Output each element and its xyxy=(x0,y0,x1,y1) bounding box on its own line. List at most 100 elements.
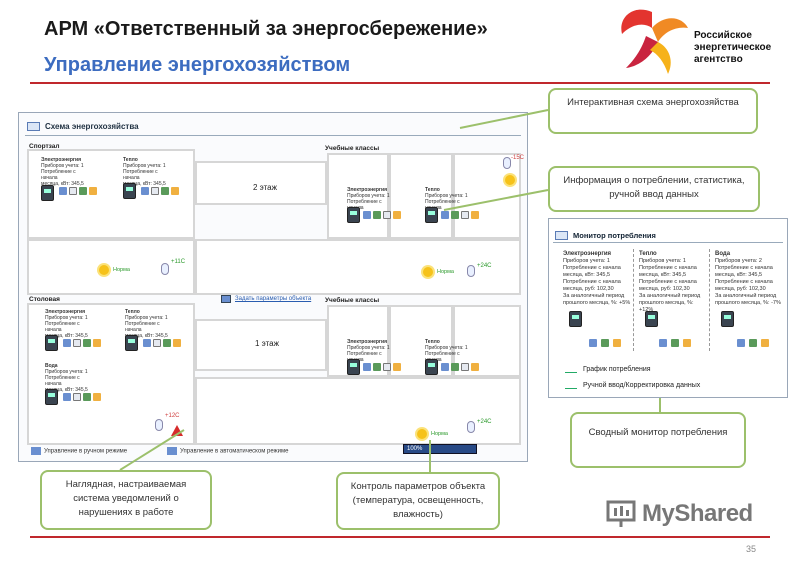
floor-plan[interactable]: Спортзал 2 этаж Учебные классы Столовая … xyxy=(27,143,525,455)
thermometer-icon[interactable] xyxy=(155,419,163,431)
chart-icon[interactable] xyxy=(69,187,77,195)
mail-icon[interactable] xyxy=(683,339,691,347)
edit-icon[interactable] xyxy=(451,211,459,219)
thermometer-icon[interactable] xyxy=(161,263,169,275)
auto-mode-control[interactable]: Управление в автоматическом режиме xyxy=(167,447,288,455)
room-classes-top-label: Учебные классы xyxy=(325,145,380,152)
consumption-monitor: Монитор потребления Электроэнергия Прибо… xyxy=(548,218,788,398)
stats-icon[interactable] xyxy=(63,339,71,347)
mail-icon[interactable] xyxy=(613,339,621,347)
monitor-title: Монитор потребления xyxy=(573,231,656,240)
heat-meter-icon[interactable] xyxy=(645,311,658,327)
mail-icon[interactable] xyxy=(393,363,401,371)
edit-icon[interactable] xyxy=(161,187,169,195)
room-canteen[interactable] xyxy=(27,303,195,445)
room-gym-label: Спортзал xyxy=(29,143,60,150)
stats-icon[interactable] xyxy=(141,187,149,195)
water-meter-icon[interactable] xyxy=(721,311,734,327)
corridor-middle xyxy=(195,239,521,295)
mail-icon[interactable] xyxy=(89,187,97,195)
heat-meter-icon[interactable] xyxy=(123,183,136,199)
light-status: Норма xyxy=(431,431,448,437)
mail-icon[interactable] xyxy=(393,211,401,219)
energy-scheme-window: Схема энергохозяйства Спортзал 2 этаж Уч… xyxy=(18,112,528,462)
stats-icon[interactable] xyxy=(363,211,371,219)
stats-icon[interactable] xyxy=(363,363,371,371)
envelope-icon xyxy=(555,231,568,240)
chart-icon[interactable] xyxy=(461,211,469,219)
settings-icon[interactable] xyxy=(221,295,231,303)
sun-icon xyxy=(417,429,427,439)
electricity-meter-icon[interactable] xyxy=(347,207,360,223)
edit-icon[interactable] xyxy=(451,363,459,371)
stats-icon[interactable] xyxy=(737,339,745,347)
chart-icon[interactable] xyxy=(461,363,469,371)
room-class-6[interactable] xyxy=(453,305,521,377)
set-params-link[interactable]: Задать параметры объекта xyxy=(235,296,312,302)
edit-icon[interactable] xyxy=(163,339,171,347)
mail-icon[interactable] xyxy=(171,187,179,195)
thermometer-icon[interactable] xyxy=(503,157,511,169)
thermometer-icon[interactable] xyxy=(467,265,475,277)
edit-icon[interactable] xyxy=(749,339,757,347)
mail-icon[interactable] xyxy=(173,339,181,347)
edit-icon[interactable] xyxy=(601,339,609,347)
temp-outside: -15С xyxy=(511,155,525,161)
stats-icon[interactable] xyxy=(589,339,597,347)
water-meter-icon[interactable] xyxy=(45,389,58,405)
chart-link[interactable]: График потребления xyxy=(565,365,651,373)
callout-summary-monitor: Сводный монитор потребления xyxy=(570,412,746,468)
stats-icon[interactable] xyxy=(659,339,667,347)
callout-info: Информация о потреблении, статистика, ру… xyxy=(548,166,760,212)
temp-classes-bottom: +24С xyxy=(477,419,492,425)
edit-icon[interactable] xyxy=(373,211,381,219)
chart-icon[interactable] xyxy=(383,211,391,219)
electricity-meter-icon[interactable] xyxy=(45,335,58,351)
temp-classes-top: +24С xyxy=(477,263,492,269)
light-status: Норма xyxy=(437,269,454,275)
manual-mode-control[interactable]: Управление в ручном режиме xyxy=(31,447,127,455)
heat-meter-icon[interactable] xyxy=(425,207,438,223)
stats-icon[interactable] xyxy=(143,339,151,347)
stats-icon[interactable] xyxy=(63,393,71,401)
myshared-logo: MyShared xyxy=(606,498,776,532)
mail-icon[interactable] xyxy=(471,363,479,371)
sun-icon xyxy=(423,267,433,277)
chart-icon[interactable] xyxy=(153,339,161,347)
stats-icon[interactable] xyxy=(441,363,449,371)
callout-control: Контроль параметров объекта (температура… xyxy=(336,472,500,530)
mail-icon[interactable] xyxy=(471,211,479,219)
stats-icon[interactable] xyxy=(441,211,449,219)
warning-icon[interactable] xyxy=(171,425,183,436)
edit-icon xyxy=(565,381,577,389)
callout-alerts: Наглядная, настраиваемая система уведомл… xyxy=(40,470,212,530)
edit-icon[interactable] xyxy=(83,393,91,401)
chart-icon[interactable] xyxy=(73,393,81,401)
monitor-header: Монитор потребления xyxy=(553,229,783,243)
chart-icon[interactable] xyxy=(383,363,391,371)
mail-icon[interactable] xyxy=(93,393,101,401)
corridor-bottom xyxy=(195,377,521,445)
zoom-slider[interactable]: 100% xyxy=(403,444,477,454)
room-class-1[interactable] xyxy=(327,153,389,239)
edit-icon[interactable] xyxy=(83,339,91,347)
heat-meter-icon[interactable] xyxy=(425,359,438,375)
edit-icon[interactable] xyxy=(671,339,679,347)
edit-icon[interactable] xyxy=(373,363,381,371)
electricity-meter-icon[interactable] xyxy=(41,185,54,201)
edit-icon[interactable] xyxy=(79,187,87,195)
mail-icon[interactable] xyxy=(93,339,101,347)
room-middle-left xyxy=(27,239,195,295)
room-classes-bottom-label: Учебные классы xyxy=(325,297,380,304)
chart-icon[interactable] xyxy=(151,187,159,195)
chart-icon[interactable] xyxy=(73,339,81,347)
heat-meter-icon[interactable] xyxy=(125,335,138,351)
electricity-meter-icon[interactable] xyxy=(347,359,360,375)
manual-input-link[interactable]: Ручной ввод/Корректировка данных xyxy=(565,381,700,389)
thermometer-icon[interactable] xyxy=(467,421,475,433)
page-title: АРМ «Ответственный за энергосбережение» xyxy=(44,18,488,40)
mail-icon[interactable] xyxy=(761,339,769,347)
stats-icon[interactable] xyxy=(59,187,67,195)
electricity-meter-icon[interactable] xyxy=(569,311,582,327)
manual-mode-icon xyxy=(31,447,41,455)
